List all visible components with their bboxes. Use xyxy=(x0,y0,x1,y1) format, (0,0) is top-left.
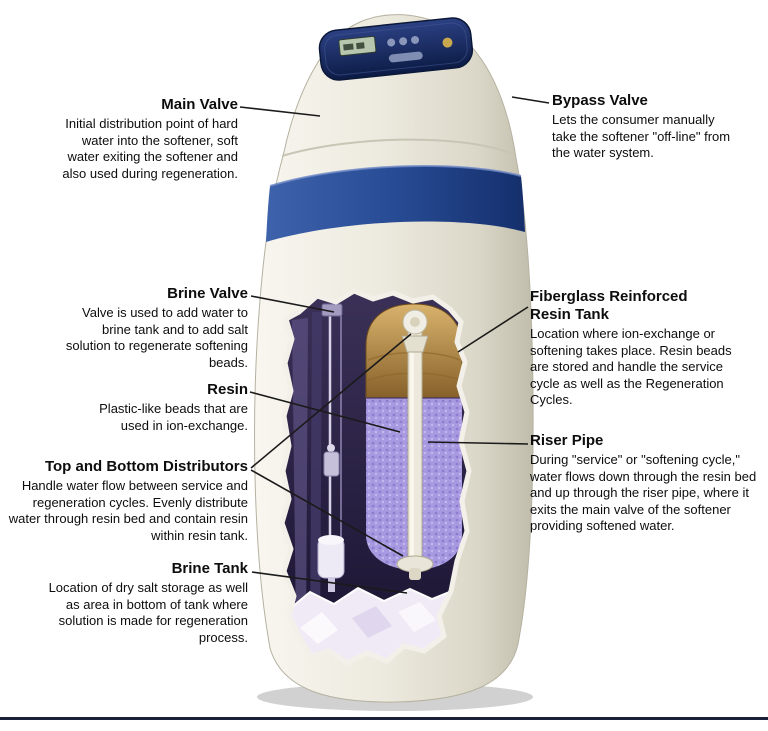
callout-resin: Resin Plastic-like beads that are used i… xyxy=(78,381,248,434)
callout-bypass-valve-title: Bypass Valve xyxy=(552,92,648,109)
callout-line-riser-pipe xyxy=(427,441,529,445)
callout-brine-tank-title: Brine Tank xyxy=(171,560,248,577)
callout-fiberglass-resin-tank-title: Fiberglass Reinforced Resin Tank xyxy=(530,288,688,323)
callout-line-brine-valve xyxy=(250,295,335,313)
panel-button-bar xyxy=(388,51,423,63)
brine-air-check xyxy=(323,451,340,477)
callout-distributors: Top and Bottom Distributors Handle water… xyxy=(2,458,248,544)
callout-main-valve: Main Valve Initial distribution point of… xyxy=(53,96,238,182)
callout-line-bottom-distributor xyxy=(250,469,404,557)
footer-rule xyxy=(0,717,768,720)
panel-button xyxy=(399,37,408,46)
callout-line-brine-tank xyxy=(251,571,408,594)
callout-bypass-valve-desc: Lets the consumer manually take the soft… xyxy=(552,112,731,160)
blue-band xyxy=(266,165,525,242)
callout-brine-valve-desc: Valve is used to add water to brine tank… xyxy=(65,305,248,370)
callout-line-resin xyxy=(249,391,401,433)
callout-line-main-valve xyxy=(239,106,321,117)
callout-line-bypass-valve xyxy=(511,96,550,104)
panel-button xyxy=(387,38,396,47)
callout-main-valve-desc: Initial distribution point of hard water… xyxy=(62,116,238,181)
panel-button xyxy=(411,35,420,44)
callout-brine-valve-title: Brine Valve xyxy=(167,285,248,302)
control-panel xyxy=(318,17,474,81)
callout-riser-pipe: Riser Pipe During "service" or "softenin… xyxy=(530,432,764,535)
callout-fiberglass-resin-tank-desc: Location where ion-exchange or softening… xyxy=(530,326,732,407)
callout-resin-desc: Plastic-like beads that are used in ion-… xyxy=(99,401,248,433)
callout-distributors-title: Top and Bottom Distributors xyxy=(44,458,248,475)
callout-line-fiberglass-tank xyxy=(457,306,529,353)
blue-band-highlight xyxy=(269,164,522,187)
callout-brine-valve: Brine Valve Valve is used to add water t… xyxy=(63,285,248,371)
callout-main-valve-title: Main Valve xyxy=(161,96,238,113)
dome-seam xyxy=(281,138,514,157)
callout-resin-title: Resin xyxy=(207,381,248,398)
brine-tank-wall xyxy=(292,318,308,640)
callout-brine-tank: Brine Tank Location of dry salt storage … xyxy=(36,560,248,646)
brand-logo-icon xyxy=(442,37,453,48)
callout-riser-pipe-title: Riser Pipe xyxy=(530,432,604,449)
callout-brine-tank-desc: Location of dry salt storage as well as … xyxy=(48,580,248,645)
callout-distributors-desc: Handle water flow between service and re… xyxy=(8,478,248,543)
callout-bypass-valve: Bypass Valve Lets the consumer manually … xyxy=(552,92,742,162)
callout-fiberglass-resin-tank: Fiberglass Reinforced Resin Tank Locatio… xyxy=(530,288,735,409)
top-distributor xyxy=(401,335,429,353)
callout-lines xyxy=(239,96,550,594)
callout-line-top-distributor xyxy=(250,333,412,469)
callout-riser-pipe-desc: During "service" or "softening cycle," w… xyxy=(530,452,757,533)
